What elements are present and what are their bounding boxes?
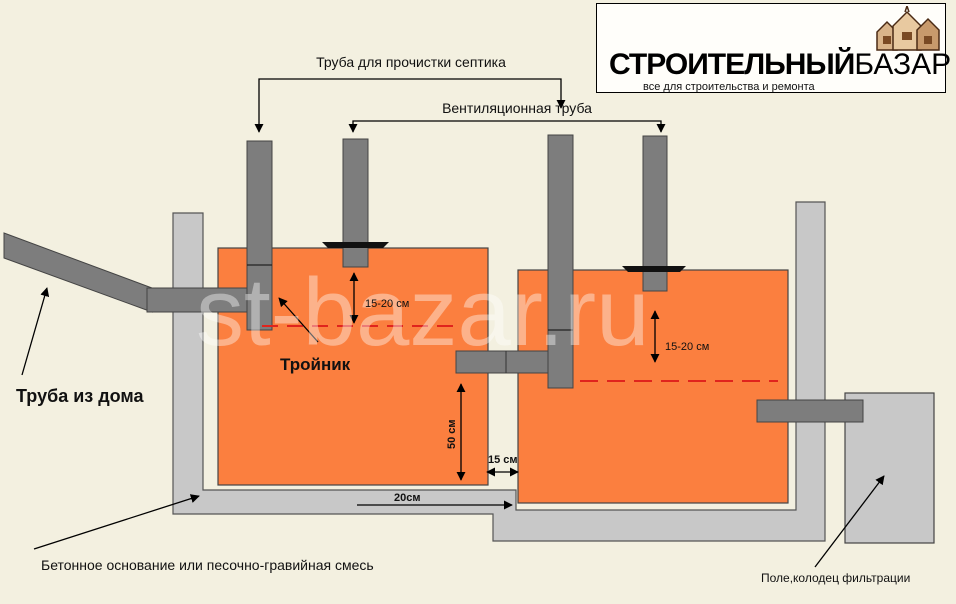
- label-height-50: 50 см: [446, 419, 458, 449]
- vent-pipe-right: [642, 135, 668, 292]
- bracket-ventilation: [348, 120, 666, 133]
- label-tee: Тройник: [280, 355, 351, 374]
- label-depth-left: 15-20 см: [365, 298, 409, 310]
- house-logo-icon: [876, 6, 940, 51]
- outlet-pipe: [756, 399, 864, 423]
- logo-box: СТРОИТЕЛЬНЫЙБАЗАР все для строительства …: [596, 3, 951, 93]
- logo-brand-thin: БАЗАР: [854, 48, 952, 81]
- cleaning-pipe-right: [547, 134, 574, 389]
- label-bottom-20: 20см: [394, 492, 421, 504]
- inlet-pipe-horizontal: [146, 287, 248, 313]
- logo-brand: СТРОИТЕЛЬНЫЙБАЗАР: [609, 48, 951, 82]
- cleaning-pipe-left: [246, 140, 273, 331]
- inlet-pipe: [3, 232, 153, 313]
- label-depth-right: 15-20 см: [665, 341, 709, 353]
- leader-pipe-from-house: [21, 287, 50, 376]
- leader-tee: [278, 297, 319, 343]
- vent-cap-left: [322, 242, 389, 248]
- leader-filtration: [814, 475, 885, 568]
- leader-base: [33, 494, 200, 550]
- logo-tagline: все для строительства и ремонта: [643, 81, 815, 93]
- label-pipe-from-house: Труба из дома: [16, 386, 144, 406]
- label-ventilation-pipe: Вентиляционная труба: [442, 100, 592, 116]
- label-gap-15: 15 см: [488, 454, 518, 466]
- label-cleaning-pipe: Труба для прочистки септика: [316, 54, 506, 70]
- concrete-shell: [172, 201, 826, 542]
- bracket-cleaning: [254, 78, 566, 133]
- label-filtration: Поле,колодец фильтрации: [761, 571, 910, 585]
- logo-brand-bold: СТРОИТЕЛЬНЫЙ: [609, 48, 855, 81]
- label-base: Бетонное основание или песочно-гравийная…: [41, 557, 374, 573]
- vent-cap-right: [622, 266, 686, 272]
- watermark: st-bazar.ru: [196, 259, 650, 366]
